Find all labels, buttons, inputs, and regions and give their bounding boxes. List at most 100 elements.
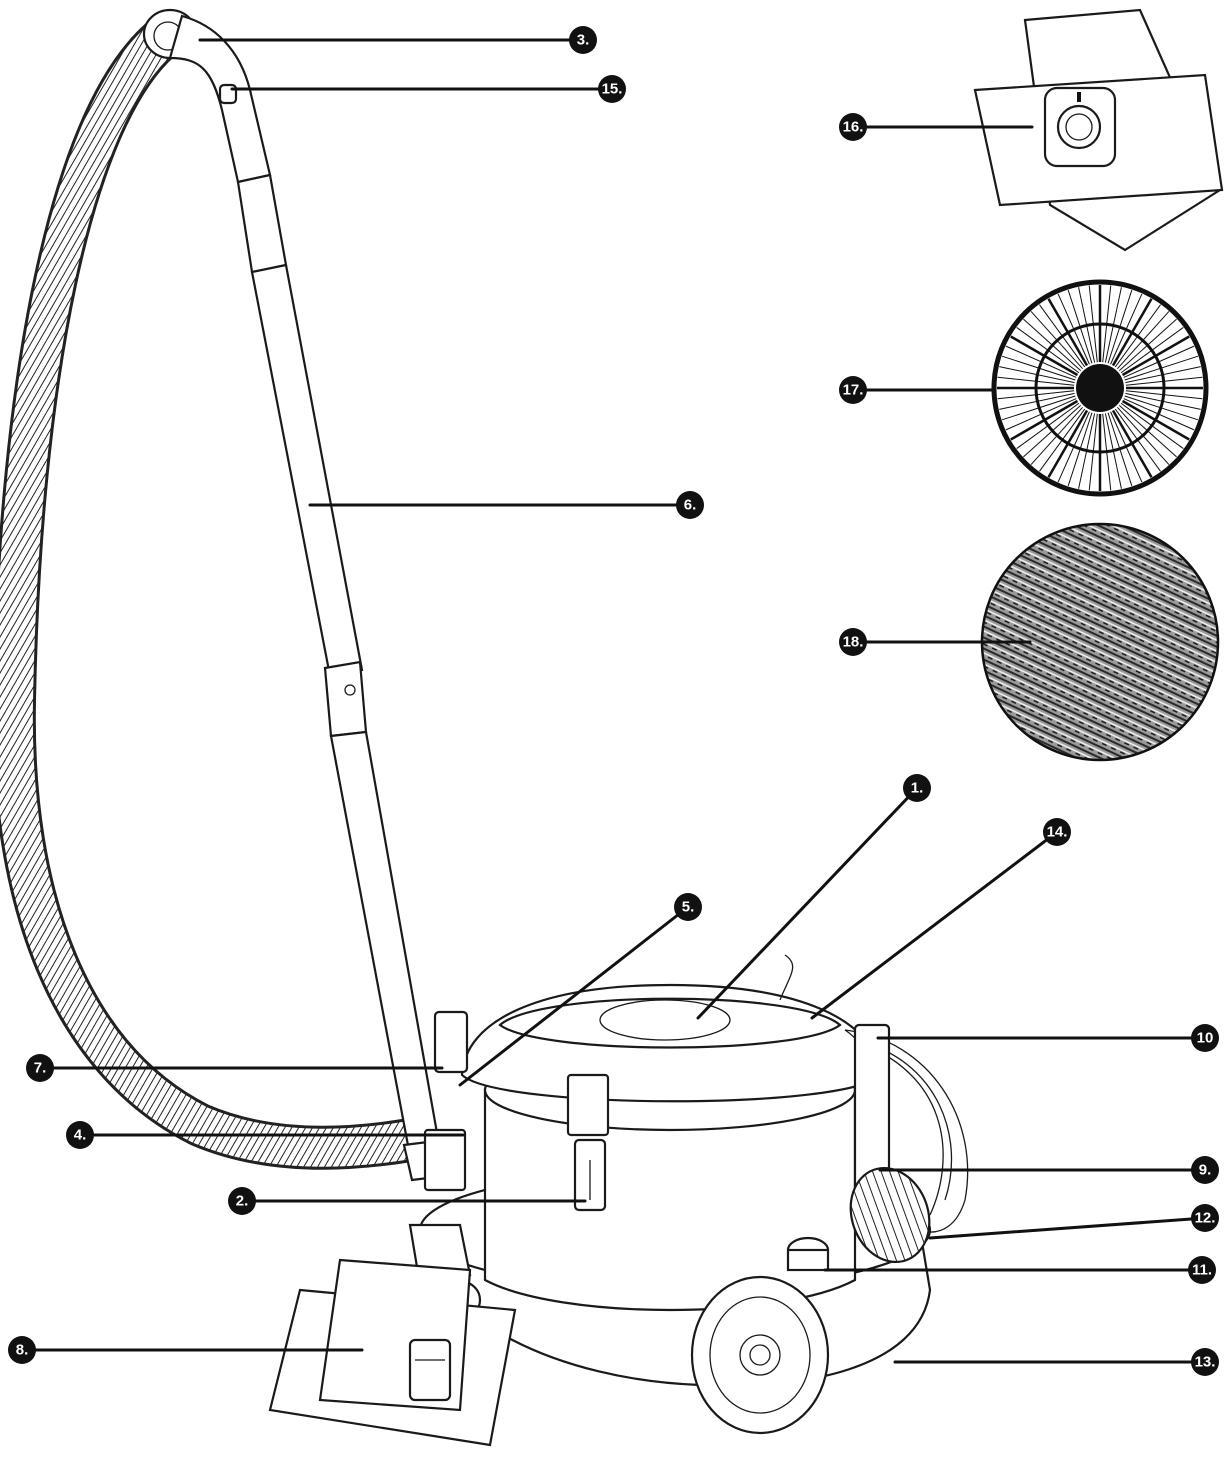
filter-spoke	[1125, 392, 1201, 410]
callout-label-7: 7.	[34, 1060, 47, 1077]
callout-label-3: 3.	[577, 32, 590, 49]
callout-13: 13.	[1191, 1348, 1219, 1376]
filter-spoke	[1078, 287, 1096, 363]
callout-label-8: 8.	[16, 1342, 29, 1359]
filter-spoke	[1030, 311, 1083, 370]
filter-spoke	[1117, 311, 1170, 370]
filter-spoke	[1067, 289, 1093, 364]
filter-spoke	[1067, 412, 1093, 487]
callout-label-5: 5.	[682, 899, 695, 916]
callout-label-13: 13.	[1195, 1354, 1216, 1371]
filter-spoke	[1088, 413, 1098, 491]
leader-line-1	[696, 786, 919, 1020]
vacuum-body	[418, 954, 969, 1435]
callout-label-17: 17.	[843, 382, 864, 399]
callout-label-12: 12.	[1195, 1210, 1216, 1227]
callout-6: 6.	[676, 491, 704, 519]
filter-spoke	[1124, 395, 1199, 421]
callout-label-18: 18.	[843, 634, 864, 651]
filter-spoke	[1111, 409, 1153, 478]
filter-spoke	[1039, 304, 1086, 368]
callout-label-2: 2.	[236, 1193, 249, 1210]
filter-spoke	[1121, 335, 1190, 377]
callout-5: 5.	[674, 893, 702, 921]
callout-label-11: 11.	[1192, 1262, 1212, 1279]
callout-label-14: 14.	[1047, 824, 1068, 841]
filter-spoke	[1057, 293, 1090, 365]
rear-wheel	[690, 1275, 830, 1435]
callout-17: 17.	[839, 376, 867, 404]
callout-9: 9.	[1191, 1156, 1219, 1184]
filter-spoke	[1118, 405, 1177, 458]
filter-spoke	[1088, 285, 1098, 363]
callout-18: 18.	[839, 628, 867, 656]
filter-spoke	[1120, 402, 1184, 449]
filter-spoke	[1016, 327, 1080, 374]
filter-spoke	[1001, 355, 1076, 381]
filter-spoke	[1104, 287, 1122, 363]
filter-spoke	[999, 392, 1075, 410]
callout-14: 14.	[1043, 818, 1071, 846]
filter-spoke	[1123, 398, 1195, 431]
leader-lines	[20, 38, 1207, 1364]
filter-spoke	[1016, 402, 1080, 449]
callout-8: 8.	[8, 1336, 36, 1364]
filter-spoke	[1047, 298, 1089, 367]
filter-spoke	[1102, 413, 1112, 491]
filter-spoke	[1118, 318, 1177, 371]
filter-spoke	[1125, 376, 1203, 386]
filter-spoke	[1023, 405, 1082, 458]
filter-spoke	[1107, 289, 1133, 364]
callout-4: 4.	[66, 1121, 94, 1149]
floor-nozzle	[268, 1223, 517, 1447]
callout-label-4: 4.	[74, 1127, 87, 1144]
callout-1: 1.	[903, 774, 931, 802]
callout-12: 12.	[1191, 1204, 1219, 1232]
filter-spoke	[1114, 408, 1161, 472]
callout-11: 11.	[1188, 1256, 1216, 1284]
filter-spoke	[1110, 411, 1143, 483]
filter-spoke	[1010, 399, 1079, 441]
filter-spoke	[1057, 411, 1090, 483]
filter-spoke	[1110, 293, 1143, 365]
filter-spoke	[1102, 285, 1112, 363]
filter-spoke	[1030, 406, 1083, 465]
callouts: 1. 2. 3. 4. 5. 6. 7. 8. 9. 10 11. 12. 13…	[8, 26, 1219, 1376]
filter-spoke	[999, 366, 1075, 384]
filter-spoke	[1107, 412, 1133, 487]
filter-spoke	[997, 376, 1075, 386]
callout-label-1: 1.	[911, 780, 924, 797]
callout-label-9: 9.	[1199, 1162, 1212, 1179]
filter-spoke	[1114, 304, 1161, 368]
filter-spoke	[1111, 298, 1153, 367]
filter-spoke	[1104, 413, 1122, 489]
tool-holder	[433, 1010, 469, 1074]
callout-label-6: 6.	[684, 497, 697, 514]
filter-spoke	[1039, 408, 1086, 472]
filter-spoke	[1001, 395, 1076, 421]
callout-label-15: 15.	[602, 81, 623, 98]
filter-spoke	[1123, 345, 1195, 378]
filter-spoke	[1010, 335, 1079, 377]
filter-spoke	[1125, 390, 1203, 400]
filter-spoke	[1121, 399, 1190, 441]
filter-spoke	[1005, 345, 1077, 378]
callout-label-10: 10	[1197, 1030, 1214, 1047]
callout-label-16: 16.	[843, 119, 864, 136]
filter-spoke	[997, 390, 1075, 400]
filter-spoke	[1023, 318, 1082, 371]
filter-spoke	[1005, 398, 1077, 431]
callout-16: 16.	[839, 113, 867, 141]
hose-inlet	[849, 1166, 931, 1264]
filter-spoke	[1117, 406, 1170, 465]
leader-line-12	[928, 1216, 1207, 1240]
filter-spoke	[1124, 355, 1199, 381]
callout-7: 7.	[26, 1054, 54, 1082]
filter-spoke	[1078, 413, 1096, 489]
filter-spoke	[1047, 409, 1089, 478]
dust-bag	[973, 8, 1224, 252]
filter-spoke	[1125, 366, 1201, 384]
motor-filter	[991, 279, 1209, 497]
leader-line-5	[458, 905, 690, 1087]
